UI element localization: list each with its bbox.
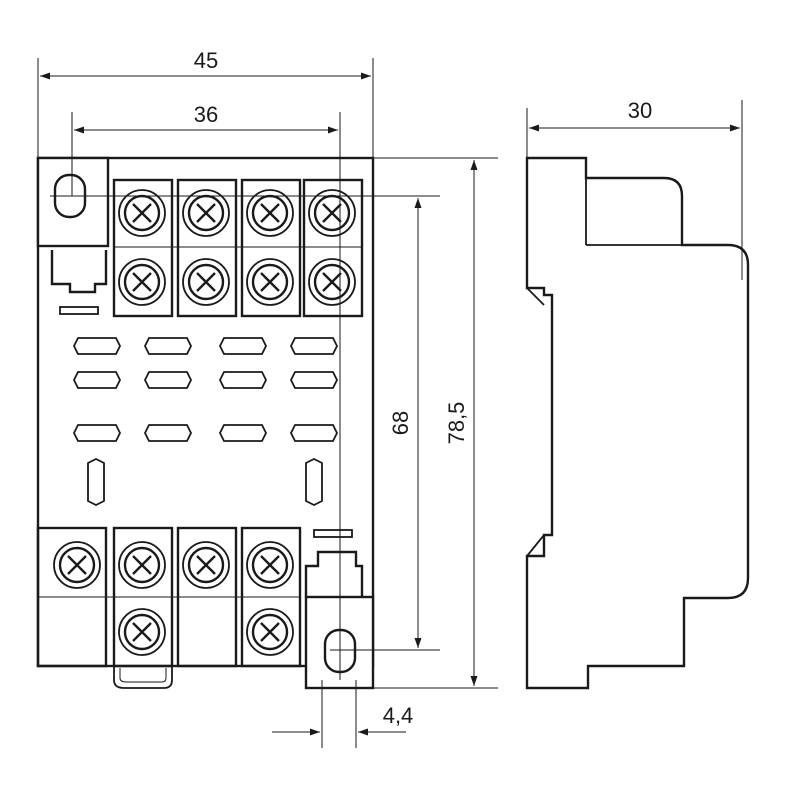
dimension-label-hole-diameter: 4,4 [383,703,414,728]
pin-socket-icon [144,371,192,389]
top-terminal-block [112,178,364,318]
screw-terminal-icon [52,540,102,590]
pin-socket-icon [290,424,338,442]
pin-socket-icon [73,371,121,389]
screw-terminal-icon [245,607,295,657]
screw-terminal-icon [117,188,167,238]
dimension-label-overall-width: 45 [194,48,218,73]
screw-terminal-icon [117,540,167,590]
pin-socket-icon [219,371,267,389]
dimension-lines [37,58,743,748]
dimension-label-overall-height: 78,5 [444,402,469,445]
screw-terminal-icon [117,607,167,657]
top-mounting-ear [36,156,110,315]
screw-terminal-icon [307,188,357,238]
front-view [36,156,375,690]
bottom-terminal-block [36,526,302,689]
pin-socket-icon [73,337,121,355]
pin-socket-icon [73,424,121,442]
pin-socket-icon [290,337,338,355]
pin-socket-icon [87,458,105,506]
screw-terminal-icon [245,540,295,590]
side-profile [525,156,750,690]
dimension-label-side-depth: 30 [628,98,652,123]
dimension-label-pin-spacing: 36 [194,102,218,127]
pin-socket-icon [144,337,192,355]
pin-socket-icon [305,458,323,506]
screw-terminal-icon [181,257,231,307]
screw-terminal-icon [181,540,231,590]
screw-terminal-icon [245,188,295,238]
pin-socket-icon [219,337,267,355]
screw-terminal-icon [181,188,231,238]
side-view [525,156,750,690]
screw-terminal-icon [117,257,167,307]
screw-terminal-icon [245,257,295,307]
pin-socket-icon [219,424,267,442]
screw-terminal-icon [307,257,357,307]
pin-socket-icon [290,371,338,389]
dimension-label-hole-spacing: 68 [388,411,413,435]
pin-socket-icon [144,424,192,442]
